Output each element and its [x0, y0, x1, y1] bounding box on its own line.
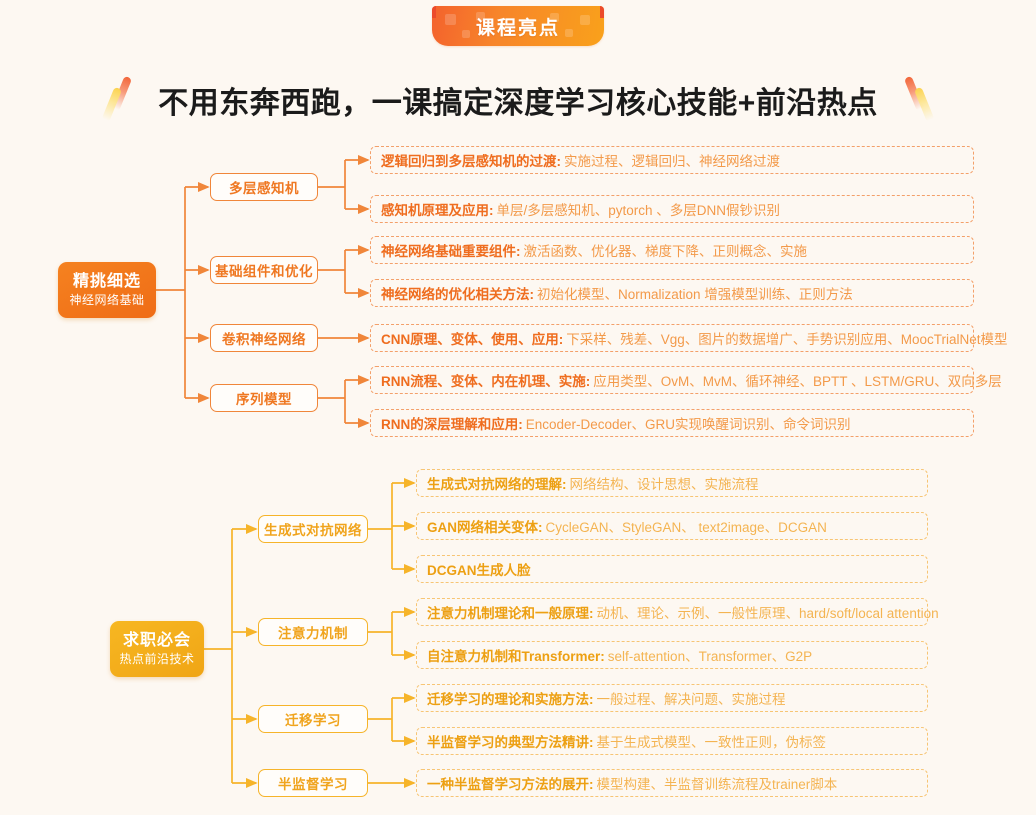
- root-title: 求职必会: [122, 631, 191, 649]
- branch-node-sequence-model[interactable]: 序列模型: [210, 384, 318, 412]
- leaf-key: GAN网络相关变体:: [427, 520, 543, 535]
- leaf-key: 自注意力机制和Transformer:: [427, 649, 605, 664]
- leaf-item[interactable]: 神经网络的优化相关方法: 初始化模型、Normalization 增强模型训练、…: [370, 279, 974, 307]
- leaf-item[interactable]: 迁移学习的理论和实施方法: 一般过程、解决问题、实施过程: [416, 684, 928, 712]
- leaf-key: 感知机原理及应用:: [381, 203, 494, 218]
- leaf-value: 激活函数、优化器、梯度下降、正则概念、实施: [523, 244, 808, 259]
- leaf-item[interactable]: 注意力机制理论和一般原理: 动机、理论、示例、一般性原理、hard/soft/l…: [416, 598, 939, 626]
- branch-node-attention[interactable]: 注意力机制: [258, 618, 368, 646]
- leaf-key: CNN原理、变体、使用、应用:: [381, 332, 564, 347]
- banner-title: 课程亮点: [475, 17, 560, 39]
- leaf-item[interactable]: GAN网络相关变体: CycleGAN、StyleGAN、 text2image…: [416, 512, 928, 540]
- root-node-neural-network-basics[interactable]: 精挑细选 神经网络基础: [58, 262, 156, 318]
- banner-decor-square: [580, 15, 590, 25]
- banner-decor-square: [476, 12, 485, 21]
- banner-decor-square: [445, 14, 456, 25]
- leaf-item[interactable]: 逻辑回归到多层感知机的过渡: 实施过程、逻辑回归、神经网络过渡: [370, 146, 974, 174]
- leaf-key: 神经网络的优化相关方法:: [381, 287, 534, 302]
- leaf-key: 生成式对抗网络的理解:: [427, 477, 567, 492]
- leaf-item[interactable]: 生成式对抗网络的理解: 网络结构、设计思想、实施流程: [416, 469, 928, 497]
- root-node-hot-frontier-tech[interactable]: 求职必会 热点前沿技术: [110, 621, 204, 677]
- branch-node-mlp[interactable]: 多层感知机: [210, 173, 318, 201]
- branch-node-semi-supervised[interactable]: 半监督学习: [258, 769, 368, 797]
- leaf-key: RNN流程、变体、内在机理、实施:: [381, 374, 591, 389]
- leaf-item[interactable]: 神经网络基础重要组件: 激活函数、优化器、梯度下降、正则概念、实施: [370, 236, 974, 264]
- branch-node-transfer-learning[interactable]: 迁移学习: [258, 705, 368, 733]
- leaf-item[interactable]: CNN原理、变体、使用、应用: 下采样、残差、Vgg、图片的数据增广、手势识别应…: [370, 324, 1008, 352]
- leaf-value: 应用类型、OvM、MvM、循环神经、BPTT 、LSTM/GRU、双向多层: [593, 374, 1002, 389]
- leaf-item[interactable]: 半监督学习的典型方法精讲: 基于生成式模型、一致性正则，伪标签: [416, 727, 928, 755]
- banner-decor-square: [550, 13, 559, 22]
- leaf-value: 下采样、残差、Vgg、图片的数据增广、手势识别应用、MoocTrialNet模型: [566, 332, 1008, 347]
- leaf-value: 单层/多层感知机、pytorch 、多层DNN假钞识别: [496, 203, 781, 218]
- leaf-value: Encoder-Decoder、GRU实现唤醒词识别、命令词识别: [525, 417, 851, 432]
- page-title: 不用东奔西跑，一课搞定深度学习核心技能+前沿热点: [158, 87, 878, 120]
- leaf-item[interactable]: DCGAN生成人脸: [416, 555, 928, 583]
- leaf-item[interactable]: RNN的深层理解和应用: Encoder-Decoder、GRU实现唤醒词识别、…: [370, 409, 974, 437]
- branch-node-cnn[interactable]: 卷积神经网络: [210, 324, 318, 352]
- leaf-value: 基于生成式模型、一致性正则，伪标签: [596, 735, 827, 750]
- leaf-item[interactable]: 一种半监督学习方法的展开: 模型构建、半监督训练流程及trainer脚本: [416, 769, 928, 797]
- banner-pill: 课程亮点: [432, 6, 604, 46]
- course-highlight-banner: 课程亮点: [0, 6, 1036, 46]
- root-subtitle: 热点前沿技术: [119, 651, 195, 666]
- leaf-key: 迁移学习的理论和实施方法:: [427, 692, 594, 707]
- leaf-key: 逻辑回归到多层感知机的过渡:: [381, 154, 561, 169]
- branch-node-gan[interactable]: 生成式对抗网络: [258, 515, 368, 543]
- root-title: 精挑细选: [72, 272, 141, 290]
- branch-node-basic-components[interactable]: 基础组件和优化: [210, 256, 318, 284]
- leaf-item[interactable]: RNN流程、变体、内在机理、实施: 应用类型、OvM、MvM、循环神经、BPTT…: [370, 366, 1002, 394]
- banner-decor-square: [565, 29, 573, 37]
- leaf-item[interactable]: 自注意力机制和Transformer: self-attention、Trans…: [416, 641, 928, 669]
- leaf-item[interactable]: 感知机原理及应用: 单层/多层感知机、pytorch 、多层DNN假钞识别: [370, 195, 974, 223]
- leaf-key: 半监督学习的典型方法精讲:: [427, 735, 594, 750]
- leaf-value: 模型构建、半监督训练流程及trainer脚本: [596, 777, 838, 792]
- leaf-value: 动机、理论、示例、一般性原理、hard/soft/local attention: [596, 606, 939, 621]
- banner-right-ear-icon: [600, 6, 604, 18]
- leaf-key: 注意力机制理论和一般原理:: [427, 606, 594, 621]
- leaf-value: CycleGAN、StyleGAN、 text2image、DCGAN: [545, 520, 827, 535]
- leaf-key: 一种半监督学习方法的展开:: [427, 777, 594, 792]
- leaf-key: DCGAN生成人脸: [427, 563, 531, 578]
- root-subtitle: 神经网络基础: [69, 292, 145, 307]
- leaf-value: 初始化模型、Normalization 增强模型训练、正则方法: [537, 287, 853, 302]
- leaf-value: self-attention、Transformer、G2P: [607, 649, 813, 664]
- leaf-value: 实施过程、逻辑回归、神经网络过渡: [564, 154, 780, 169]
- leaf-value: 一般过程、解决问题、实施过程: [596, 692, 786, 707]
- leaf-key: 神经网络基础重要组件:: [381, 244, 521, 259]
- leaf-key: RNN的深层理解和应用:: [381, 417, 523, 432]
- headline-row: 不用东奔西跑，一课搞定深度学习核心技能+前沿热点: [0, 70, 1036, 130]
- leaf-value: 网络结构、设计思想、实施流程: [569, 477, 759, 492]
- banner-left-ear-icon: [432, 6, 436, 18]
- banner-decor-square: [462, 30, 470, 38]
